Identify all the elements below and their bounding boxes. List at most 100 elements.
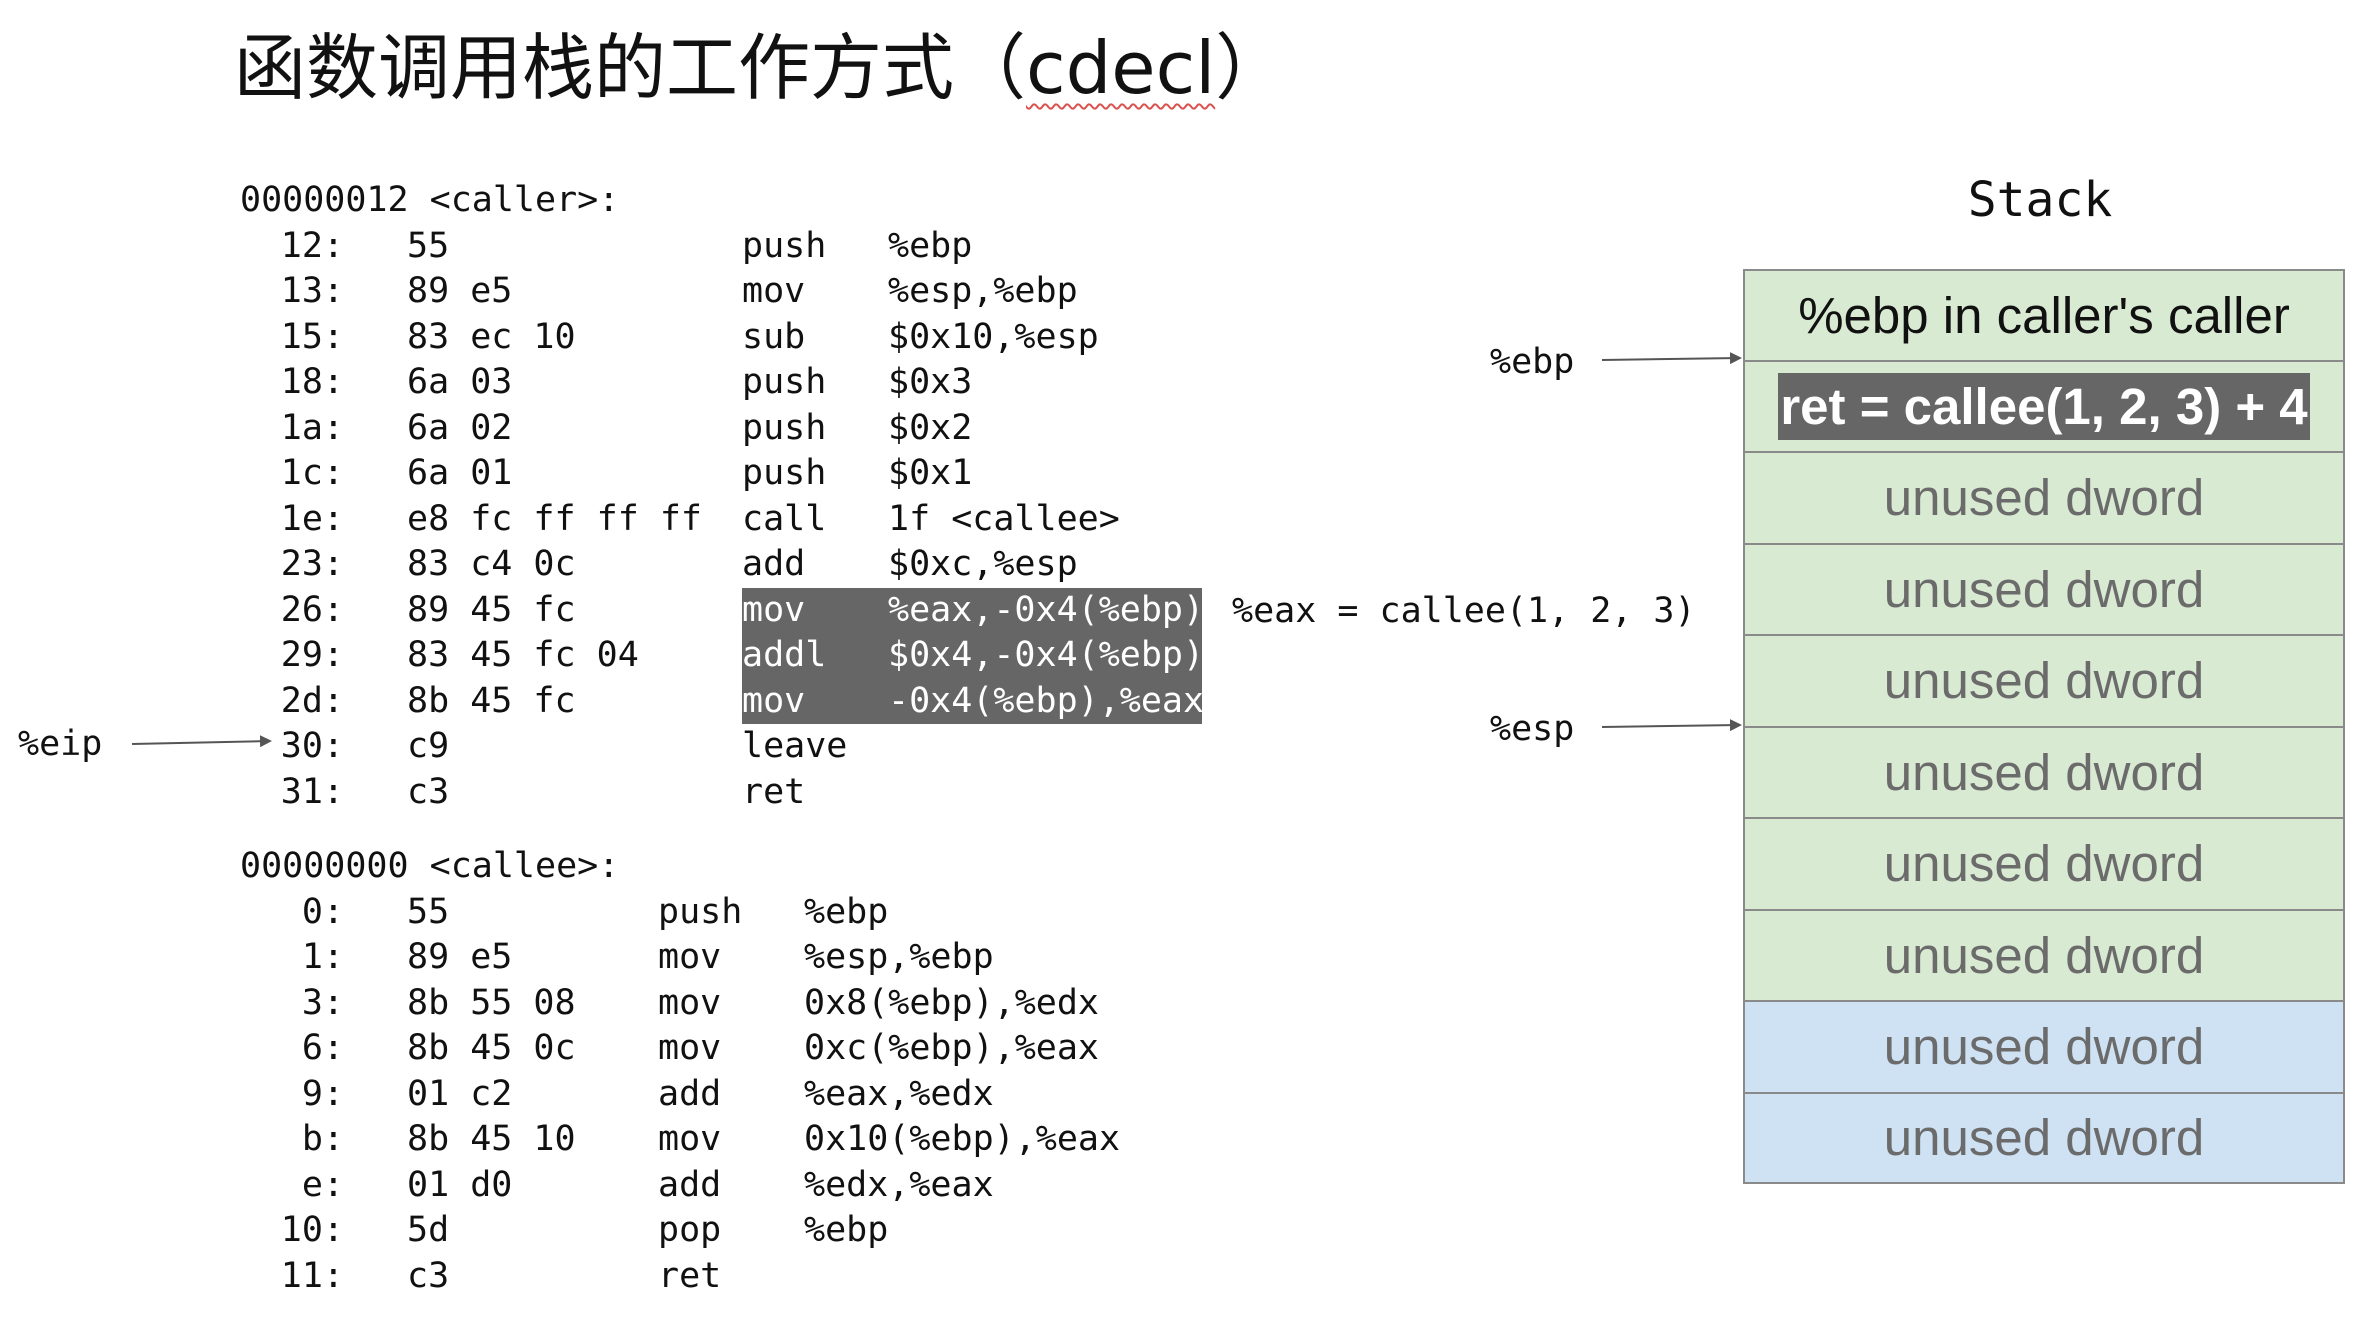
stack-slot: unused dword <box>1743 452 2345 544</box>
callee-instruction-row: 3: 8b 55 08 mov 0x8(%ebp),%edx <box>240 981 1240 1027</box>
instruction-opcode: mov <box>742 680 806 721</box>
stack-slot-label: unused dword <box>1883 1018 2205 1076</box>
instruction-operands: %ebp <box>804 891 889 932</box>
stack-slot-label: unused dword <box>1883 1109 2205 1167</box>
instruction-opcode: push <box>742 407 827 448</box>
instruction-bytes: 89 e5 <box>407 937 513 977</box>
stack-slot: ret = callee(1, 2, 3) + 4 <box>1743 360 2345 452</box>
instruction-operands: $0x10,%esp <box>888 316 1099 357</box>
stack-slot-label: ret = callee(1, 2, 3) + 4 <box>1778 372 2310 440</box>
instruction-bytes: c9 <box>407 726 450 766</box>
instruction-operands: $0x3 <box>888 362 973 402</box>
instruction-operands: 1f <callee> <box>888 498 1120 539</box>
instruction-address: 1e: <box>280 498 344 539</box>
instruction-bytes: 6a 01 <box>407 453 513 493</box>
instruction-opcode: addl <box>742 635 827 675</box>
instruction-operands: %eax,%edx <box>804 1073 994 1114</box>
instruction-opcode: ret <box>742 771 806 812</box>
title-cdecl: cdecl <box>1026 26 1216 110</box>
eip-arrow <box>131 735 272 748</box>
instruction-opcode: leave <box>742 726 848 766</box>
callee-header: 00000000 <callee>: <box>240 846 620 886</box>
instruction-operands: $0x2 <box>888 407 973 448</box>
instruction-address: 2d: <box>280 680 344 721</box>
instruction-bytes: 01 d0 <box>407 1164 513 1205</box>
instruction-address: 13: <box>280 271 344 311</box>
callee-instruction-row: 10: 5d pop %ebp <box>240 1208 1240 1254</box>
instruction-opcode: pop <box>658 1210 722 1250</box>
instruction-address: 18: <box>280 362 344 402</box>
instruction-opcode: mov <box>658 937 722 977</box>
instruction-operands: %ebp <box>888 225 973 266</box>
eip-label: %eip <box>18 724 103 764</box>
instruction-bytes: 8b 45 fc <box>407 680 576 721</box>
instruction-opcode: sub <box>742 316 806 357</box>
instruction-address: 10: <box>280 1210 344 1250</box>
instruction-bytes: 8b 45 0c <box>407 1028 576 1068</box>
stack-slot: unused dword <box>1743 726 2345 818</box>
instruction-opcode: mov <box>742 589 806 630</box>
instruction-bytes: 5d <box>407 1210 450 1250</box>
instruction-opcode: push <box>742 453 827 493</box>
instruction-address: e: <box>301 1164 344 1205</box>
instruction-highlight <box>742 633 1202 679</box>
instruction-bytes: c3 <box>407 771 450 812</box>
stack-slot-label: unused dword <box>1883 926 2205 984</box>
caller-instruction-row: 1a: 6a 02 push $0x2 <box>240 406 1240 452</box>
instruction-address: 31: <box>280 771 344 812</box>
instruction-address: 11: <box>280 1255 344 1296</box>
instruction-operands: $0x1 <box>888 453 973 493</box>
instruction-address: 9: <box>301 1073 344 1114</box>
stack-slot-label: unused dword <box>1883 835 2205 893</box>
instruction-opcode: mov <box>658 982 722 1023</box>
stack-slot-label: unused dword <box>1883 469 2205 527</box>
instruction-highlight <box>742 587 1202 633</box>
instruction-bytes: 6a 03 <box>407 362 513 402</box>
instruction-address: 1a: <box>280 407 344 448</box>
caller-instruction-row: 30: c9 leave <box>240 724 1240 770</box>
eax-note: %eax = callee(1, 2, 3) <box>1232 591 1696 631</box>
instruction-opcode: push <box>658 891 743 932</box>
instruction-bytes: 89 e5 <box>407 271 513 311</box>
instruction-opcode: ret <box>658 1255 722 1296</box>
stack-slot: unused dword <box>1743 1001 2345 1093</box>
instruction-address: 0: <box>301 891 344 932</box>
stack-diagram: %ebp in caller's caller ret = callee(1, 2… <box>1743 269 2345 1184</box>
instruction-operands: 0x10(%ebp),%eax <box>804 1119 1121 1159</box>
instruction-opcode: call <box>742 498 827 539</box>
instruction-address: 3: <box>301 982 344 1023</box>
instruction-bytes: 6a 02 <box>407 407 513 448</box>
ebp-label: %ebp <box>1490 342 1575 382</box>
callee-instruction-row: 11: c3 ret <box>240 1254 1240 1300</box>
stack-slot: unused dword <box>1743 543 2345 635</box>
instruction-opcode: push <box>742 362 827 402</box>
instruction-operands: 0x8(%ebp),%edx <box>804 982 1100 1023</box>
title-close: ） <box>1215 26 1288 110</box>
instruction-operands: %esp,%ebp <box>804 937 994 977</box>
instruction-operands: $0x4,-0x4(%ebp) <box>888 635 1205 675</box>
instruction-address: 30: <box>280 726 344 766</box>
stack-slot-label: unused dword <box>1883 652 2205 710</box>
instruction-bytes: 8b 45 10 <box>407 1119 576 1159</box>
instruction-opcode: mov <box>658 1028 722 1068</box>
stack-slot-label: %ebp in caller's caller <box>1798 286 2290 344</box>
instruction-bytes: 8b 55 08 <box>407 982 576 1023</box>
instruction-operands: %ebp <box>804 1210 889 1250</box>
instruction-highlight <box>742 678 1202 724</box>
stack-slot: unused dword <box>1743 1092 2345 1184</box>
instruction-address: b: <box>301 1119 344 1159</box>
title-main: 函数调用栈的工作方式（ <box>234 26 1027 110</box>
stack-slot: %ebp in caller's caller <box>1743 269 2345 361</box>
stack-slot-label: unused dword <box>1883 560 2205 618</box>
instruction-address: 29: <box>280 635 344 675</box>
caller-instruction-row: 31: c3 ret <box>240 770 1240 816</box>
instruction-bytes: c3 <box>407 1255 450 1296</box>
